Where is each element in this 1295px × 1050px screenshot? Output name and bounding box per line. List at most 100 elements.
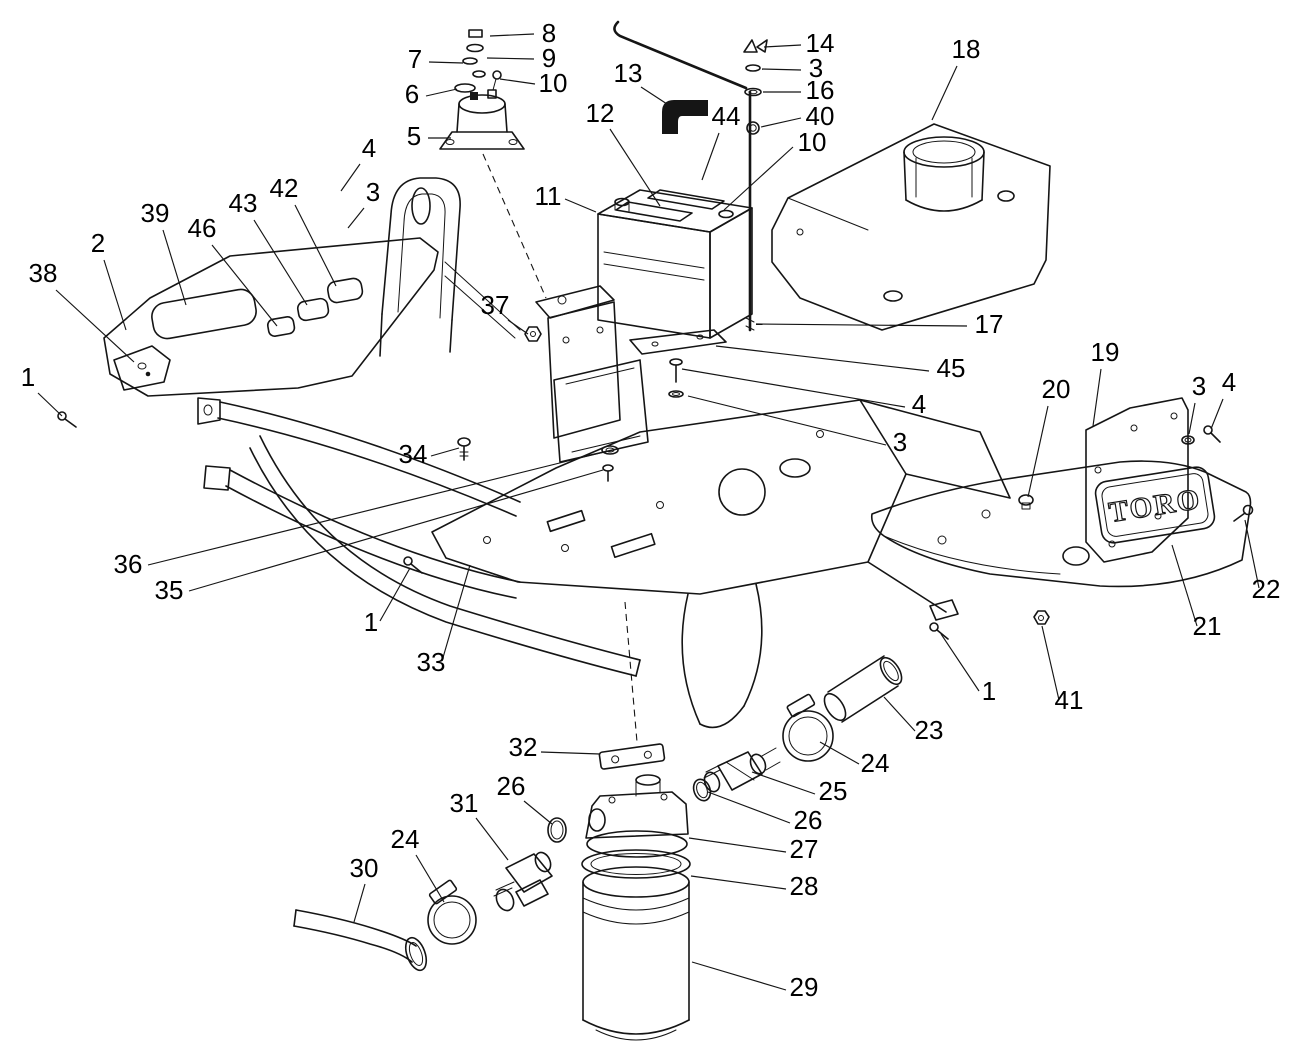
leader-line-26 xyxy=(523,800,553,825)
callout-35: 35 xyxy=(155,575,184,605)
leader-line-8 xyxy=(489,33,535,37)
callout-4: 4 xyxy=(362,133,376,163)
callout-31: 31 xyxy=(450,788,479,818)
leader-line-4 xyxy=(340,163,361,192)
flange-nut xyxy=(524,326,542,342)
battery-drawing xyxy=(597,100,753,339)
leader-line-4 xyxy=(681,368,906,408)
callout-10: 10 xyxy=(798,127,827,157)
oil-filter-assembly-drawing xyxy=(293,655,903,1041)
leader-line-10 xyxy=(723,146,794,211)
carriage-bolt xyxy=(1018,494,1034,506)
callout-11: 11 xyxy=(535,181,562,211)
leader-line-37 xyxy=(507,319,529,335)
leader-line-1 xyxy=(37,392,63,417)
callout-25: 25 xyxy=(819,776,848,806)
leader-line-35 xyxy=(188,469,604,592)
filter-ring xyxy=(581,849,691,879)
leader-line-41 xyxy=(1041,625,1060,701)
callout-12: 12 xyxy=(586,98,615,128)
leader-line-43 xyxy=(253,219,308,306)
toro-badge-text: TORO xyxy=(1107,483,1204,529)
leader-line-44 xyxy=(701,132,720,181)
callout-5: 5 xyxy=(407,121,421,151)
leader-line-39 xyxy=(162,229,187,306)
callout-36: 36 xyxy=(114,549,143,579)
leader-line-7 xyxy=(428,61,464,64)
leader-line-27 xyxy=(688,837,787,853)
solenoid-drawing xyxy=(439,29,525,150)
callout-16: 16 xyxy=(806,75,835,105)
filter-bracket xyxy=(598,743,666,770)
battery-cell-cover xyxy=(615,201,693,222)
washer xyxy=(601,445,619,455)
callout-26: 26 xyxy=(794,805,823,835)
bracket-plate xyxy=(113,345,171,391)
callout-27: 27 xyxy=(790,834,819,864)
leader-line-10 xyxy=(499,78,536,85)
leader-line-13 xyxy=(640,86,668,105)
leader-line-6 xyxy=(425,88,458,97)
leader-line-42 xyxy=(294,204,337,287)
callout-13: 13 xyxy=(614,58,643,88)
filter-canister xyxy=(582,866,690,898)
callout-46: 46 xyxy=(188,213,217,243)
callout-3: 3 xyxy=(1192,371,1206,401)
assembly-axis-lines xyxy=(482,153,638,743)
hose-clamp xyxy=(427,895,477,945)
callout-4: 4 xyxy=(1222,367,1236,397)
screw-head xyxy=(602,464,614,472)
side-panel-drawing: TORO xyxy=(870,397,1254,588)
callout-24: 24 xyxy=(391,824,420,854)
callout-40: 40 xyxy=(806,101,835,131)
callout-26: 26 xyxy=(497,771,526,801)
callout-34: 34 xyxy=(399,439,428,469)
toro-badge: TORO xyxy=(1094,466,1216,544)
callout-38: 38 xyxy=(29,258,58,288)
filter-head xyxy=(585,791,689,839)
leader-line-32 xyxy=(540,751,601,755)
callout-1: 1 xyxy=(21,362,35,392)
callout-43: 43 xyxy=(229,188,258,218)
screw-head xyxy=(1203,425,1213,435)
leader-line-24 xyxy=(819,741,860,765)
callout-37: 37 xyxy=(481,290,510,320)
leader-line-3 xyxy=(347,207,365,229)
callout-29: 29 xyxy=(790,972,819,1002)
callout-3: 3 xyxy=(366,177,380,207)
top-panel-drawing xyxy=(771,123,1051,331)
leader-line-1 xyxy=(379,567,411,622)
flange-nut xyxy=(1033,610,1050,625)
callout-19: 19 xyxy=(1091,337,1120,367)
leader-line-36 xyxy=(147,451,605,566)
washer xyxy=(668,390,684,398)
panel-cutout xyxy=(151,288,257,340)
callout-18: 18 xyxy=(952,34,981,64)
callout-3: 3 xyxy=(809,53,823,83)
leader-line-20 xyxy=(1027,405,1049,498)
callout-6: 6 xyxy=(405,79,419,109)
leader-line-1 xyxy=(940,633,980,692)
leader-line-24 xyxy=(415,854,445,903)
battery-rod-drawing xyxy=(613,20,768,332)
leader-line-3 xyxy=(1188,402,1196,435)
callout-20: 20 xyxy=(1042,374,1071,404)
leader-line-9 xyxy=(486,57,535,60)
callout-44: 44 xyxy=(712,101,741,131)
callout-30: 30 xyxy=(350,853,379,883)
leader-line-3 xyxy=(761,68,802,71)
leader-line-25 xyxy=(751,771,816,795)
strap-plate xyxy=(629,329,727,355)
leader-line-33 xyxy=(441,564,471,662)
callout-23: 23 xyxy=(915,715,944,745)
panel-cutout xyxy=(266,316,296,337)
leader-line-29 xyxy=(691,961,787,991)
leader-line-4 xyxy=(1210,398,1224,430)
callout-24: 24 xyxy=(861,748,890,778)
callout-45: 45 xyxy=(937,353,966,383)
callout-9: 9 xyxy=(542,43,556,73)
callout-21: 21 xyxy=(1193,611,1222,641)
callout-41: 41 xyxy=(1055,685,1084,715)
